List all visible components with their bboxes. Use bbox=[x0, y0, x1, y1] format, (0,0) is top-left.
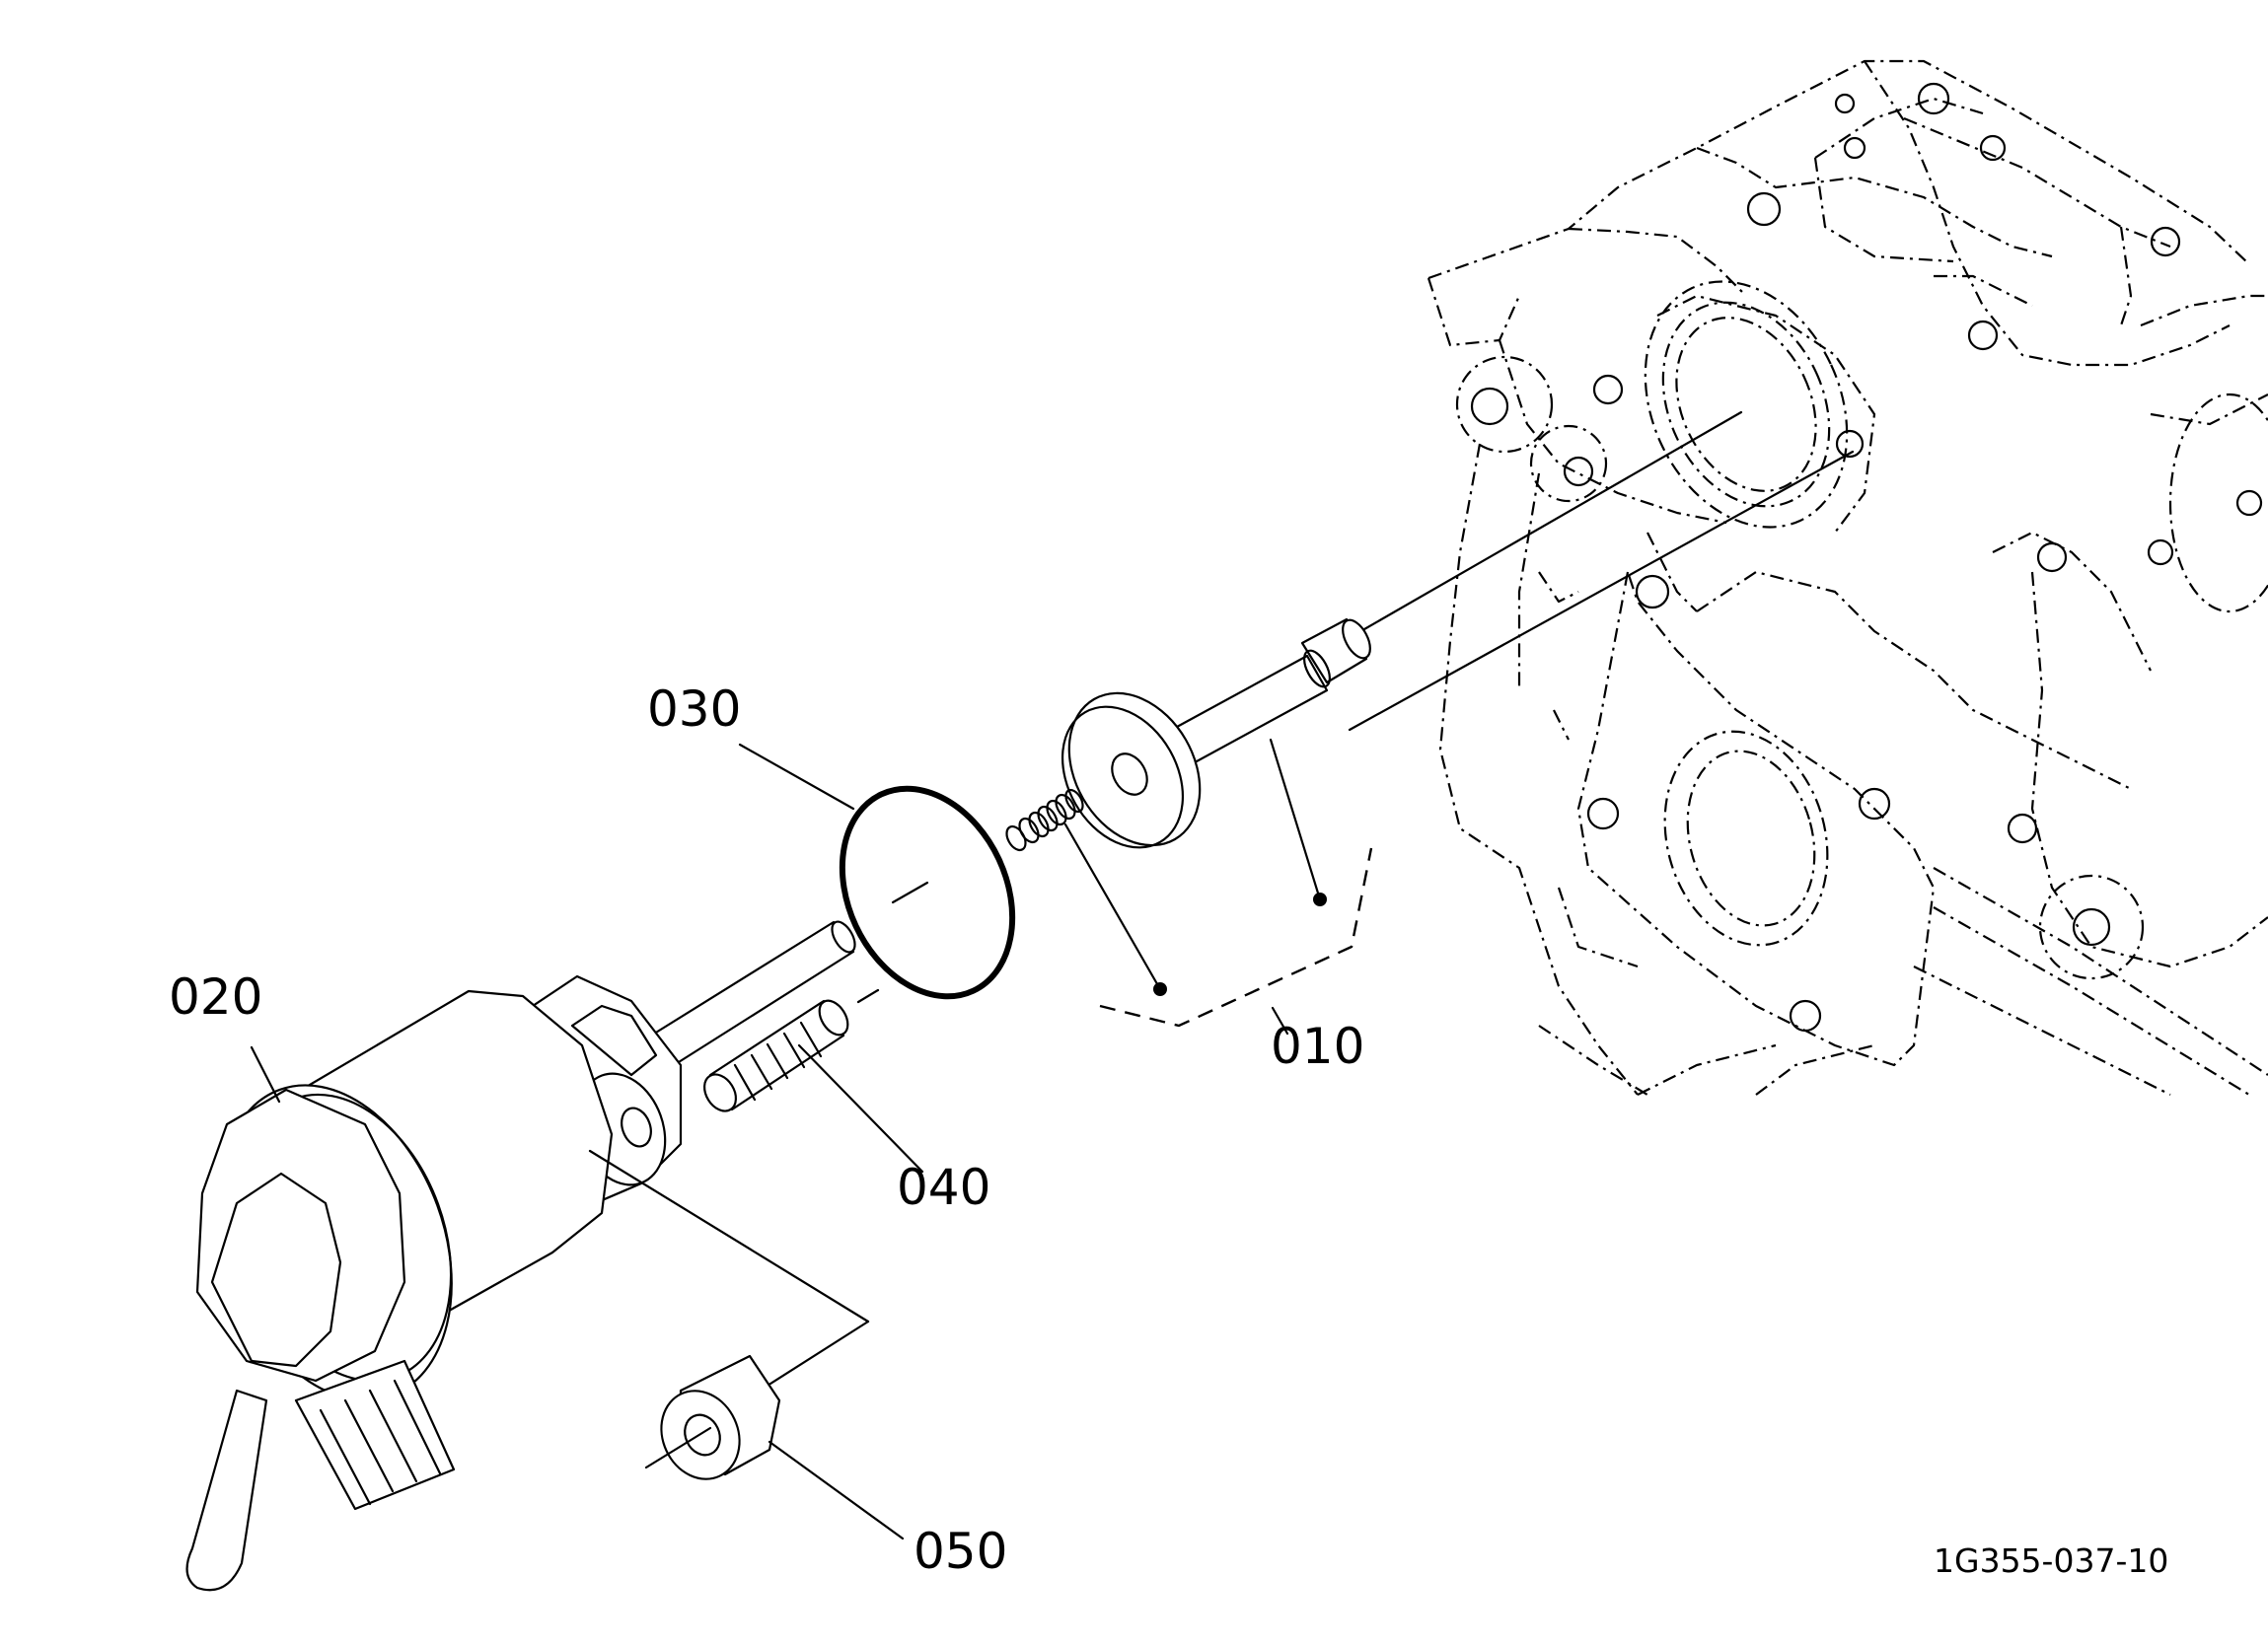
callout-labels: 010 020 030 040 050 1G355-037-10 bbox=[169, 680, 2168, 1580]
callout-010: 010 bbox=[1271, 1018, 1364, 1075]
callout-050: 050 bbox=[914, 1523, 1007, 1580]
callout-020: 020 bbox=[169, 968, 262, 1026]
spring bbox=[1005, 788, 1084, 852]
diagram-id-label: 1G355-037-10 bbox=[1934, 1541, 2168, 1580]
part-030-o-ring bbox=[738, 743, 1016, 1000]
callout-040: 040 bbox=[897, 1159, 990, 1216]
callout-030: 030 bbox=[647, 680, 741, 738]
assembly-axis-lines bbox=[856, 410, 1855, 1004]
part-050-bushing bbox=[644, 1320, 905, 1540]
part-020-solenoid bbox=[185, 920, 870, 1592]
engine-block bbox=[1427, 59, 2268, 1096]
part-010-shaft-assembly bbox=[1005, 617, 1373, 1036]
part-040-pin bbox=[702, 999, 924, 1174]
